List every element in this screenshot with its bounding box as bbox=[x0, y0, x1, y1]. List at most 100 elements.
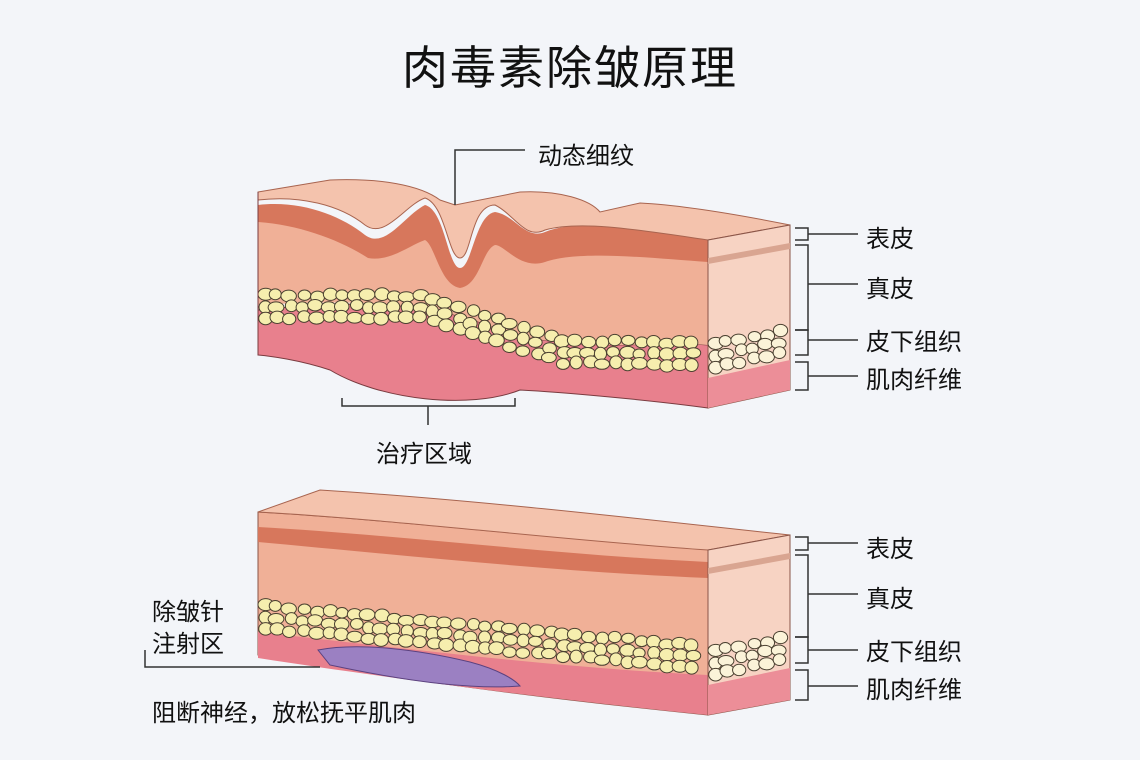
fat-cell bbox=[349, 299, 364, 311]
fat-cell bbox=[333, 627, 349, 642]
fat-cell bbox=[734, 650, 748, 664]
fat-cell bbox=[500, 317, 518, 330]
fat-cell bbox=[349, 617, 364, 630]
fat-cell bbox=[757, 644, 774, 658]
fat-cell bbox=[581, 335, 597, 349]
page-title: 肉毒素除皱原理 bbox=[402, 41, 738, 95]
fat-cell bbox=[566, 333, 583, 347]
fat-cell bbox=[322, 604, 339, 618]
top-skin-block bbox=[257, 179, 791, 409]
fat-cell bbox=[569, 649, 583, 664]
layer-label-dermis: 真皮 bbox=[866, 275, 914, 303]
fat-cell bbox=[502, 633, 519, 646]
fat-cell bbox=[478, 309, 492, 322]
fat-cell bbox=[631, 357, 649, 370]
fat-cell bbox=[397, 634, 415, 648]
fat-cell bbox=[595, 335, 610, 349]
fat-cell bbox=[436, 626, 453, 640]
fat-cell bbox=[685, 649, 702, 662]
fat-cell bbox=[307, 614, 324, 627]
fat-cell bbox=[683, 638, 699, 653]
fat-cell bbox=[516, 633, 530, 648]
fat-cell bbox=[488, 641, 505, 656]
fat-cell bbox=[609, 652, 623, 667]
fat-cell bbox=[450, 300, 467, 314]
fat-cell bbox=[269, 310, 285, 324]
fat-cell bbox=[397, 310, 415, 324]
fat-cell bbox=[757, 337, 774, 351]
top-muscle-layer bbox=[257, 303, 709, 409]
bottom-epidermis-band bbox=[258, 527, 708, 578]
bottom-side-muscle bbox=[708, 668, 790, 715]
fat-cell bbox=[758, 657, 775, 671]
bottom-skin-block bbox=[257, 489, 791, 716]
fat-cell bbox=[268, 599, 282, 612]
fat-cell bbox=[335, 607, 349, 619]
fat-cell bbox=[515, 647, 531, 659]
fat-cell bbox=[595, 631, 610, 645]
fat-cell bbox=[658, 648, 675, 662]
fat-cell bbox=[466, 304, 481, 317]
fat-cell bbox=[593, 346, 608, 361]
fat-cell bbox=[540, 647, 557, 660]
top-side-muscle bbox=[708, 360, 790, 408]
fat-cell bbox=[581, 630, 597, 644]
fat-cell bbox=[488, 333, 505, 348]
fat-cell bbox=[528, 635, 543, 647]
effect-label: 阻断神经，放松抚平肌肉 bbox=[152, 699, 416, 727]
fat-cell bbox=[718, 334, 732, 347]
fat-cell bbox=[555, 357, 571, 370]
fat-cell bbox=[358, 288, 376, 302]
fat-cell bbox=[517, 622, 531, 636]
fat-cell bbox=[464, 326, 481, 340]
fat-cell bbox=[732, 356, 747, 370]
top-surface bbox=[257, 179, 791, 259]
fat-cell bbox=[412, 635, 427, 649]
fat-cell bbox=[466, 618, 481, 631]
fat-cell bbox=[308, 626, 325, 640]
fat-cell bbox=[464, 639, 481, 654]
fat-cell bbox=[450, 617, 467, 630]
fat-cell bbox=[607, 333, 622, 347]
fat-cell bbox=[373, 311, 389, 326]
layer-label-epidermis-2: 表皮 bbox=[866, 535, 914, 563]
fat-cell bbox=[308, 311, 325, 325]
fat-cell bbox=[502, 329, 519, 341]
fat-cell bbox=[593, 642, 608, 657]
fat-cell bbox=[333, 309, 349, 324]
fat-cell bbox=[593, 654, 611, 666]
fat-cell bbox=[772, 630, 789, 645]
fat-cell bbox=[373, 633, 389, 647]
fat-cell bbox=[346, 630, 363, 643]
fat-cell bbox=[609, 355, 623, 370]
callout-lines bbox=[144, 149, 858, 701]
fat-cell bbox=[607, 630, 622, 644]
layer-label-muscle: 肌肉纤维 bbox=[866, 366, 962, 394]
fat-cell bbox=[718, 641, 732, 654]
fat-cell bbox=[516, 331, 530, 346]
fat-cell bbox=[621, 334, 636, 347]
dynamic-wrinkle-label: 动态细纹 bbox=[538, 142, 634, 170]
fat-cell bbox=[436, 616, 453, 629]
layer-label-muscle-2: 肌肉纤维 bbox=[866, 676, 962, 704]
layer-label-epidermis: 表皮 bbox=[866, 225, 914, 253]
fat-cell bbox=[684, 660, 699, 675]
fat-cell bbox=[371, 622, 389, 636]
fat-cell bbox=[566, 627, 583, 641]
layer-label-subcutaneous-2: 皮下组织 bbox=[866, 638, 962, 666]
fat-cell bbox=[284, 612, 298, 625]
fat-cell bbox=[500, 622, 518, 635]
fat-cell bbox=[502, 646, 517, 658]
fat-cell bbox=[631, 655, 649, 669]
botox-treated-muscle bbox=[317, 646, 522, 688]
fat-cell bbox=[397, 614, 415, 627]
fat-cell bbox=[515, 345, 531, 357]
layer-label-dermis-2: 真皮 bbox=[866, 585, 914, 613]
fat-cell bbox=[593, 358, 611, 370]
fat-cell bbox=[284, 299, 298, 313]
fat-cell bbox=[772, 346, 787, 359]
fat-cell bbox=[282, 625, 297, 638]
fat-cell bbox=[436, 296, 453, 309]
